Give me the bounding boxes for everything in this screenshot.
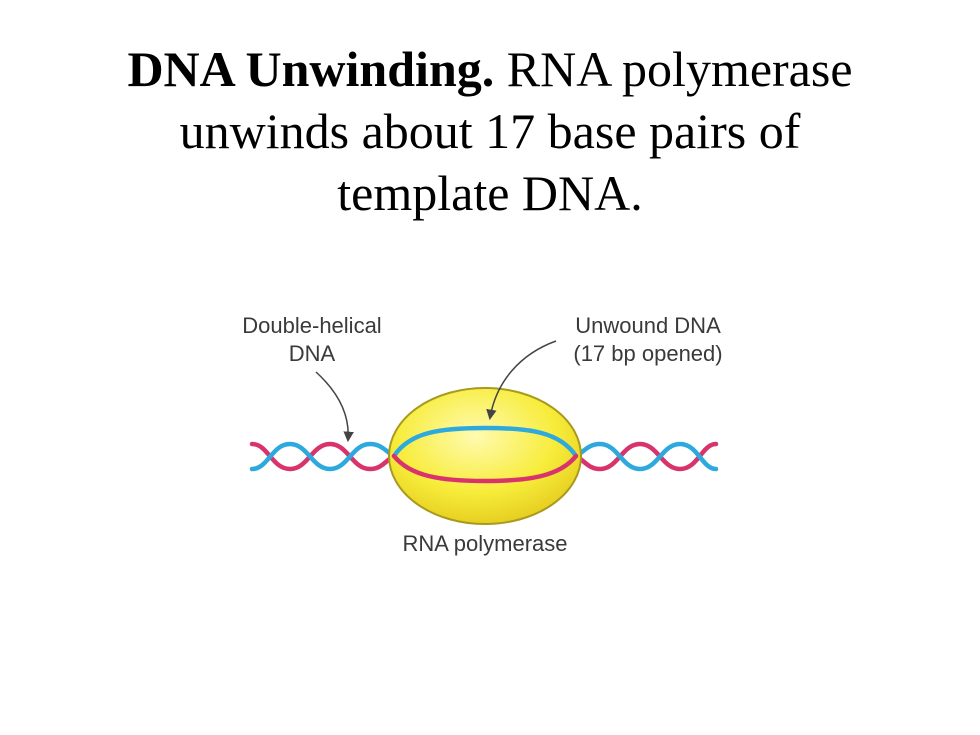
label-unwound-line1: Unwound DNA [575,313,721,338]
rna-polymerase-ellipse [388,387,582,525]
slide-title: DNA Unwinding. RNA polymerase unwinds ab… [40,38,940,224]
label-double-helical-line1: Double-helical [242,313,381,338]
right-double-helix [573,441,719,472]
label-unwound-line2: (17 bp opened) [573,341,722,366]
left-double-helix [249,441,397,472]
title-line2: unwinds about 17 base pairs of [179,103,801,159]
label-rna-polymerase: RNA polymerase [402,531,567,556]
title-line3: template DNA. [337,165,643,221]
right-helix-blue-strand [573,441,719,472]
arrow-to-double-helix [315,371,354,443]
left-helix-red-strand [249,441,397,472]
left-helix-blue-strand [249,441,397,472]
arrow-to-unwound-dna [486,340,557,421]
right-helix-red-strand [573,441,719,472]
title-line1-rest: RNA polymerase [506,41,853,97]
label-double-helical-line2: DNA [289,341,336,366]
unwound-blue-strand [391,425,579,459]
title-bold-part: DNA Unwinding. [127,41,495,97]
unwound-red-strand [391,453,579,484]
